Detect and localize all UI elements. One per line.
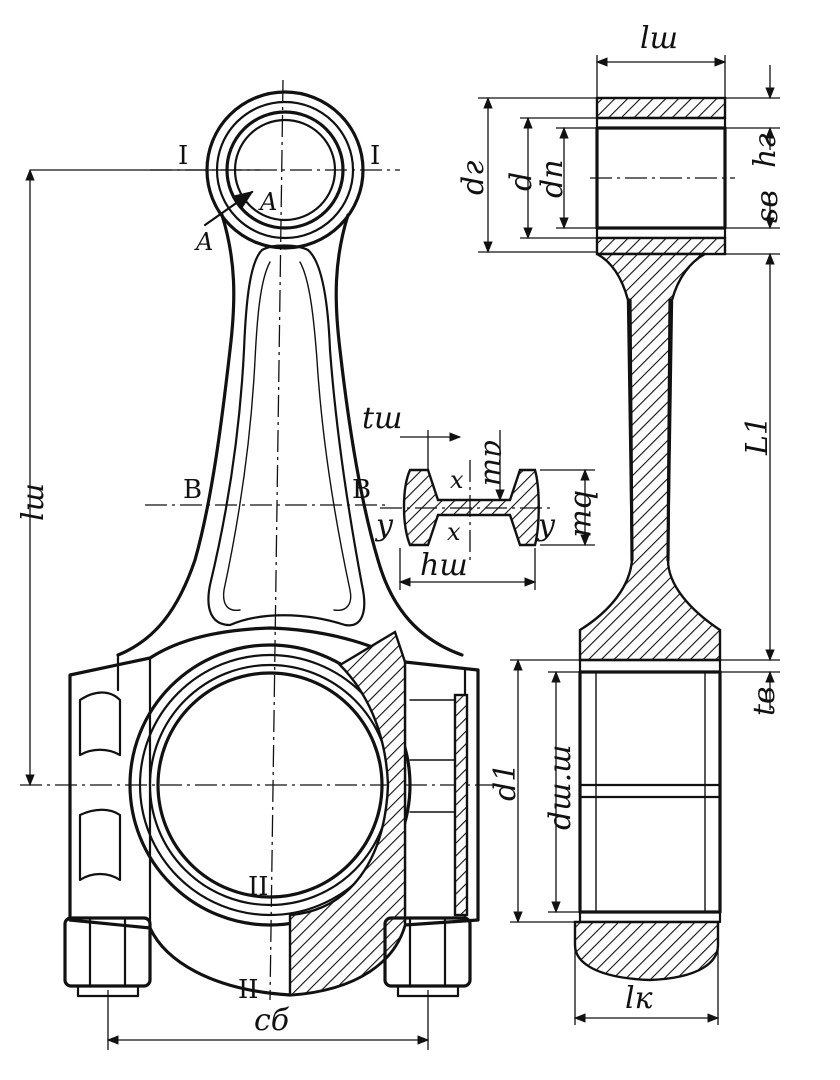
big-end-bore — [578, 670, 722, 914]
label-center-distance: L1 — [740, 416, 775, 456]
side-section-view: lш dг d dп hг sв L1 tв dш.ш lк — [456, 21, 785, 1025]
label-section-A-arrow: A — [194, 228, 213, 256]
label-cross-b: bш — [567, 490, 602, 538]
rod-shank-recess — [207, 244, 366, 627]
label-bushing-s: sв — [750, 190, 785, 223]
label-cross-x-bottom: x — [447, 518, 461, 546]
rod-shank-outline — [116, 213, 464, 657]
label-section-B-right: B — [352, 475, 371, 505]
label-section-II-top: II — [248, 872, 269, 902]
label-small-end-width: lш — [640, 21, 678, 56]
front-view: I I A A B B II II lш cб d1 — [16, 79, 523, 1050]
label-section-B-left: B — [183, 475, 202, 505]
label-cross-a: aш — [477, 440, 512, 486]
label-section-I-left: I — [178, 141, 188, 171]
label-cross-y-left: y — [374, 508, 394, 543]
label-cross-t: tш — [362, 401, 402, 436]
label-cross-y-right: y — [536, 508, 556, 543]
small-end-top-hatch — [595, 96, 727, 120]
label-journal-dia: dш.ш — [543, 744, 578, 830]
small-end-bottom-hatch — [595, 236, 727, 256]
big-end — [63, 626, 480, 998]
big-end-cap-hatch — [573, 920, 720, 982]
left-nut — [63, 916, 152, 998]
label-cross-x-top: x — [450, 466, 464, 494]
label-section-II-bottom: II — [238, 975, 259, 1005]
label-section-A: A — [258, 188, 277, 216]
label-section-I-right: I — [370, 141, 380, 171]
label-bolt-spacing: cб — [254, 1003, 290, 1038]
label-rod-length: lш — [16, 483, 51, 521]
label-small-end-inner: d — [504, 172, 539, 191]
label-pin-dia: dп — [535, 159, 570, 198]
shank-cross-section: tш aш x x y y bш hш — [362, 401, 602, 590]
label-big-end-t: tв — [747, 686, 782, 716]
rod-centerline — [269, 79, 284, 1001]
label-cross-h: hш — [420, 548, 468, 583]
right-nut — [383, 916, 472, 998]
label-small-end-h: hг — [748, 134, 783, 168]
label-small-end-outer: dг — [456, 161, 491, 195]
big-end-section-hatch — [288, 630, 407, 997]
shank-section-hatch — [578, 252, 722, 662]
label-big-end-width: lк — [625, 981, 653, 1016]
